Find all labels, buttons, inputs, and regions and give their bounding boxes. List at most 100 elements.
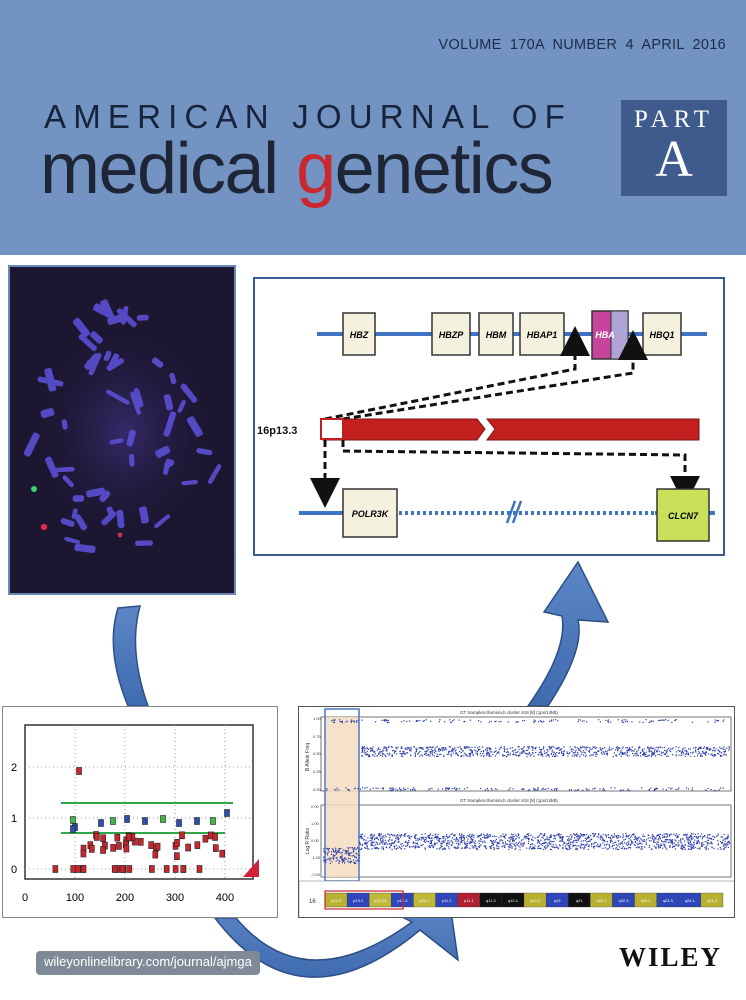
array-point — [424, 841, 427, 844]
array-point — [675, 755, 677, 757]
array-point — [439, 749, 442, 751]
array-point — [554, 836, 556, 838]
array-point — [441, 845, 443, 847]
array-point — [593, 752, 595, 754]
array-point — [727, 846, 729, 849]
array-point — [629, 836, 631, 838]
array-point — [426, 840, 428, 842]
array-point — [430, 720, 432, 722]
array-point — [333, 721, 336, 723]
array-point — [577, 749, 580, 751]
array-point — [632, 750, 634, 752]
array-point — [341, 851, 343, 854]
array-point — [553, 751, 555, 754]
array-point — [653, 845, 655, 847]
array-point — [511, 750, 514, 752]
array-point — [626, 841, 628, 844]
chromosome-shape — [106, 389, 130, 405]
array-point — [588, 749, 591, 752]
array-point — [370, 844, 372, 846]
array-point — [495, 750, 497, 752]
array-point — [372, 836, 374, 838]
array-point — [691, 752, 694, 754]
array-point — [611, 845, 614, 847]
array-point — [513, 840, 515, 842]
plot-point — [213, 844, 219, 852]
array-point — [384, 834, 386, 836]
array-point — [550, 746, 552, 748]
array-point — [328, 857, 331, 859]
array-point — [443, 841, 445, 843]
array-point — [688, 845, 691, 847]
journal-url[interactable]: wileyonlinelibrary.com/journal/ajmga — [36, 951, 260, 975]
array-point — [603, 844, 606, 846]
array-point — [633, 834, 635, 836]
array-point — [648, 754, 651, 756]
array-point — [544, 848, 547, 850]
array-point — [344, 852, 346, 855]
array-point — [426, 747, 428, 749]
array-point — [557, 833, 559, 836]
array-point — [364, 847, 366, 849]
array-point — [379, 748, 381, 751]
array-point — [410, 754, 412, 757]
array-point — [627, 748, 630, 750]
array-point — [551, 755, 554, 757]
array-point — [336, 851, 338, 854]
array-point — [490, 748, 492, 751]
array-point — [690, 836, 692, 838]
array-point — [346, 850, 348, 853]
array-point — [448, 753, 450, 755]
array-point — [641, 750, 644, 752]
array-point — [496, 845, 498, 847]
array-point — [680, 847, 682, 849]
array-point — [502, 833, 504, 835]
array-point — [347, 848, 350, 850]
array-point — [546, 847, 548, 849]
array-point — [341, 721, 343, 724]
array-point — [398, 841, 400, 843]
array-point — [628, 840, 630, 842]
array-point — [357, 854, 360, 856]
array-point — [469, 841, 471, 843]
array-point — [375, 847, 377, 850]
array-point — [630, 843, 632, 845]
array-point — [538, 721, 540, 723]
array-point — [522, 839, 524, 841]
array-point — [645, 839, 648, 841]
array-point — [707, 839, 710, 842]
array-point — [431, 753, 433, 755]
array-point — [455, 837, 458, 839]
array-point — [675, 788, 677, 791]
array-point — [406, 842, 409, 844]
array-point — [615, 754, 617, 756]
array-point — [588, 750, 590, 752]
array-point — [520, 748, 522, 750]
array-point — [687, 845, 689, 847]
array-point — [354, 721, 356, 723]
array-point — [469, 753, 471, 756]
array-point — [650, 840, 652, 842]
array-point — [687, 840, 689, 842]
array-point — [687, 752, 690, 754]
array-point — [641, 846, 643, 848]
array-point — [605, 835, 608, 837]
array-point — [531, 746, 533, 748]
array-point — [471, 838, 473, 840]
array-point — [341, 857, 343, 860]
plot-point — [160, 815, 166, 823]
array-point — [697, 847, 699, 850]
array-point — [325, 852, 327, 854]
array-point — [443, 836, 445, 838]
chromosome-shape — [93, 303, 113, 318]
array-point — [571, 748, 573, 750]
array-point — [413, 746, 415, 748]
array-point — [414, 755, 416, 757]
chromosome-shape — [74, 543, 96, 554]
array-point — [570, 748, 572, 751]
array-point — [693, 847, 695, 849]
array-point — [476, 848, 479, 851]
array-point — [562, 846, 564, 849]
array-point — [478, 846, 481, 848]
array-point — [415, 842, 418, 845]
